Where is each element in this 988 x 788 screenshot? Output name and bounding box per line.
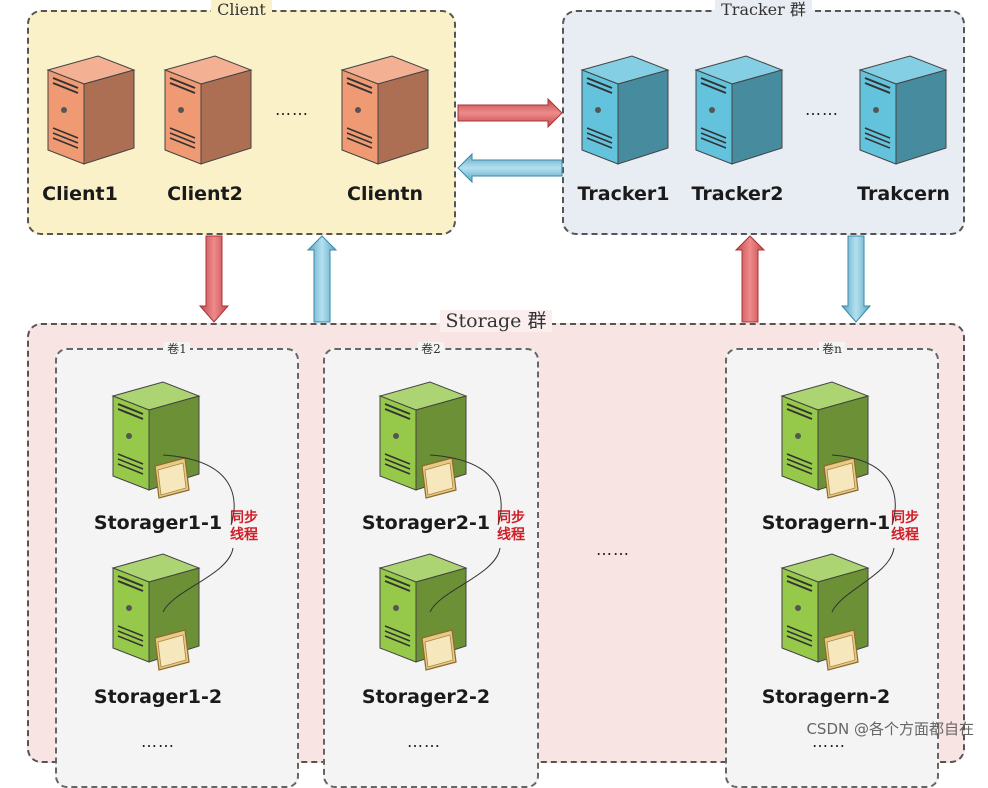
arrow-tracker-to-storage	[840, 235, 872, 323]
client-server-1-label: Client1	[42, 183, 118, 205]
volume-2-more: ……	[407, 732, 441, 751]
storage-server-3-1-label: Storagern-1	[761, 512, 891, 534]
sync-thread-label-3: 同步线程	[891, 510, 919, 543]
folder-icon	[421, 457, 457, 499]
client-server-1-icon	[38, 52, 138, 181]
storage-server-1-1-icon	[103, 378, 203, 507]
volume-1-title: 卷1	[164, 342, 190, 356]
tracker-ellipsis: ……	[805, 100, 839, 119]
sync-thread-label-1: 同步线程	[230, 510, 258, 543]
tracker-group-title: Tracker 群	[715, 0, 812, 19]
client-group-title: Client	[211, 0, 272, 19]
client-server-2-icon	[155, 52, 255, 181]
folder-icon	[823, 457, 859, 499]
client-server-3-label: Clientn	[347, 183, 423, 205]
storage-group-title: Storage 群	[439, 310, 553, 332]
storage-server-1-2-label: Storager1-2	[93, 686, 223, 708]
storage-server-1-1-label: Storager1-1	[93, 512, 223, 534]
storage-server-3-2-label: Storagern-2	[761, 686, 891, 708]
storage-ellipsis: ……	[596, 540, 630, 559]
volume-n-title: 卷n	[819, 342, 845, 356]
volume-2-title: 卷2	[418, 342, 444, 356]
folder-icon	[154, 629, 190, 671]
storage-server-3-2-icon	[772, 550, 872, 679]
client-server-3-icon	[332, 52, 432, 181]
volume-n-more: ……	[812, 732, 846, 751]
tracker-server-1-label: Tracker1	[577, 183, 670, 205]
arrow-storage-to-tracker	[734, 235, 766, 323]
storage-server-2-1-label: Storager2-1	[361, 512, 491, 534]
sync-curve-1	[162, 454, 235, 613]
tracker-server-2-label: Tracker2	[691, 183, 784, 205]
tracker-server-3-label: Trakcern	[857, 183, 950, 205]
watermark: CSDN @各个方面都自在	[806, 720, 974, 738]
tracker-server-3-icon	[850, 52, 950, 181]
storage-server-3-1-icon	[772, 378, 872, 507]
arrow-storage-to-client	[306, 235, 338, 323]
tracker-server-2-icon	[686, 52, 786, 181]
storage-server-2-2-icon	[370, 550, 470, 679]
arrow-client-to-tracker	[457, 97, 563, 129]
folder-icon	[823, 629, 859, 671]
storage-server-1-2-icon	[103, 550, 203, 679]
folder-icon	[154, 457, 190, 499]
tracker-server-1-icon	[572, 52, 672, 181]
arrow-client-to-storage	[198, 235, 230, 323]
storage-server-2-1-icon	[370, 378, 470, 507]
sync-thread-label-2: 同步线程	[497, 510, 525, 543]
sync-curve-2	[429, 454, 502, 613]
storage-server-2-2-label: Storager2-2	[361, 686, 491, 708]
volume-1-more: ……	[141, 732, 175, 751]
client-server-2-label: Client2	[167, 183, 243, 205]
client-ellipsis: ……	[275, 100, 309, 119]
folder-icon	[421, 629, 457, 671]
sync-curve-3	[831, 454, 896, 613]
arrow-tracker-to-client	[457, 152, 563, 184]
connection-arrows	[198, 97, 872, 323]
